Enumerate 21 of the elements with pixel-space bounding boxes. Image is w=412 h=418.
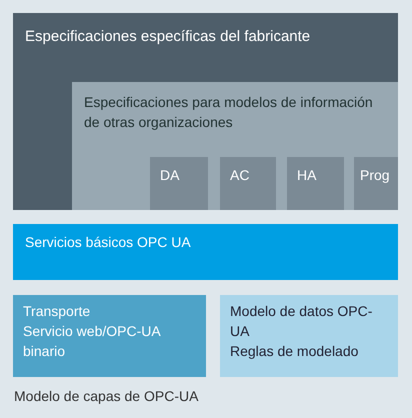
module-box (220, 157, 276, 210)
layer-text: Prog (360, 166, 391, 185)
layer-text: Reglas de modelado (230, 342, 360, 361)
layer-title: Especificaciones específicas del fabricante (25, 27, 312, 47)
layer-title: Especificaciones para modelos de información de otras organizaciones (84, 93, 374, 132)
layer-text: Modelo de datos OPC-UA (230, 302, 374, 341)
layer-band (13, 224, 398, 280)
module-box (354, 157, 398, 210)
layer-panel (72, 82, 398, 210)
layer-panel (13, 13, 398, 210)
module-box (287, 157, 344, 210)
layer-text: Servicio web/OPC-UA binario (23, 322, 162, 361)
layer-box (220, 295, 398, 377)
layer-text: Servicios básicos OPC UA (25, 233, 192, 252)
layer-text: HA (297, 166, 318, 185)
caption: Modelo de capas de OPC-UA (14, 388, 198, 404)
layer-text: AC (230, 166, 250, 185)
layer-box (13, 295, 206, 377)
layer-text: Transporte (23, 302, 92, 321)
module-box (150, 157, 208, 210)
layer-text: DA (160, 166, 180, 185)
